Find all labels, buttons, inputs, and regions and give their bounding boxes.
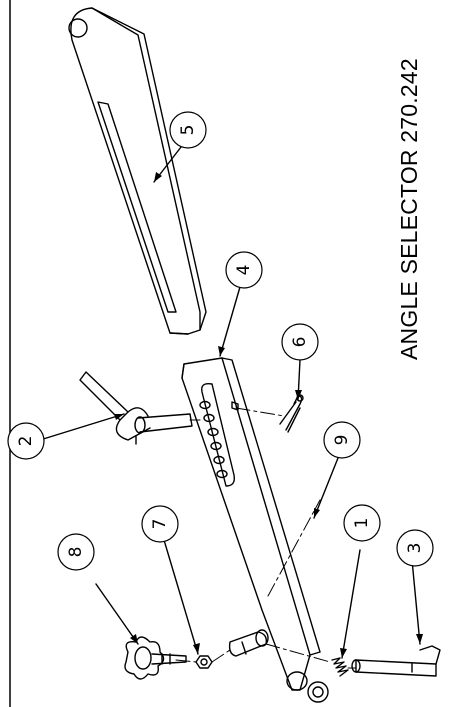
callout-3-balloon xyxy=(396,529,434,567)
part-3-plunger xyxy=(351,645,441,677)
drawing-title: ANGLE SELECTOR 270.242 xyxy=(396,58,422,360)
leader-lines xyxy=(39,137,421,659)
part-8-star-knob xyxy=(124,636,187,680)
callout-2-balloon xyxy=(7,422,45,460)
callout-8-balloon xyxy=(57,533,95,571)
callout-7-balloon xyxy=(141,505,179,543)
part-2-handle-pin xyxy=(79,371,193,445)
callout-6-label: 6 xyxy=(290,337,310,348)
callout-6-balloon xyxy=(281,323,319,361)
callout-1-label: 1 xyxy=(352,518,372,529)
part-4-main-bar xyxy=(181,357,329,703)
leader-arrowheads xyxy=(114,172,423,658)
part-1-spring xyxy=(331,657,349,677)
callout-5-balloon xyxy=(169,111,207,149)
callout-5-label: 5 xyxy=(178,125,198,136)
callout-4-label: 4 xyxy=(234,265,254,276)
assembly-center-lines xyxy=(175,407,357,669)
part-5-slotted-bar xyxy=(68,7,207,335)
part-7-nut xyxy=(195,655,213,669)
callout-2-label: 2 xyxy=(16,436,36,447)
callout-9-balloon xyxy=(323,421,361,459)
callout-3-label: 3 xyxy=(405,543,425,554)
callout-8-label: 8 xyxy=(66,547,86,558)
part-9-sleeve xyxy=(228,629,269,657)
callout-9-label: 9 xyxy=(332,435,352,446)
callout-7-label: 7 xyxy=(150,519,170,530)
part-6-clip xyxy=(279,394,304,433)
callout-4-balloon xyxy=(225,251,263,289)
callout-1-balloon xyxy=(343,504,381,542)
